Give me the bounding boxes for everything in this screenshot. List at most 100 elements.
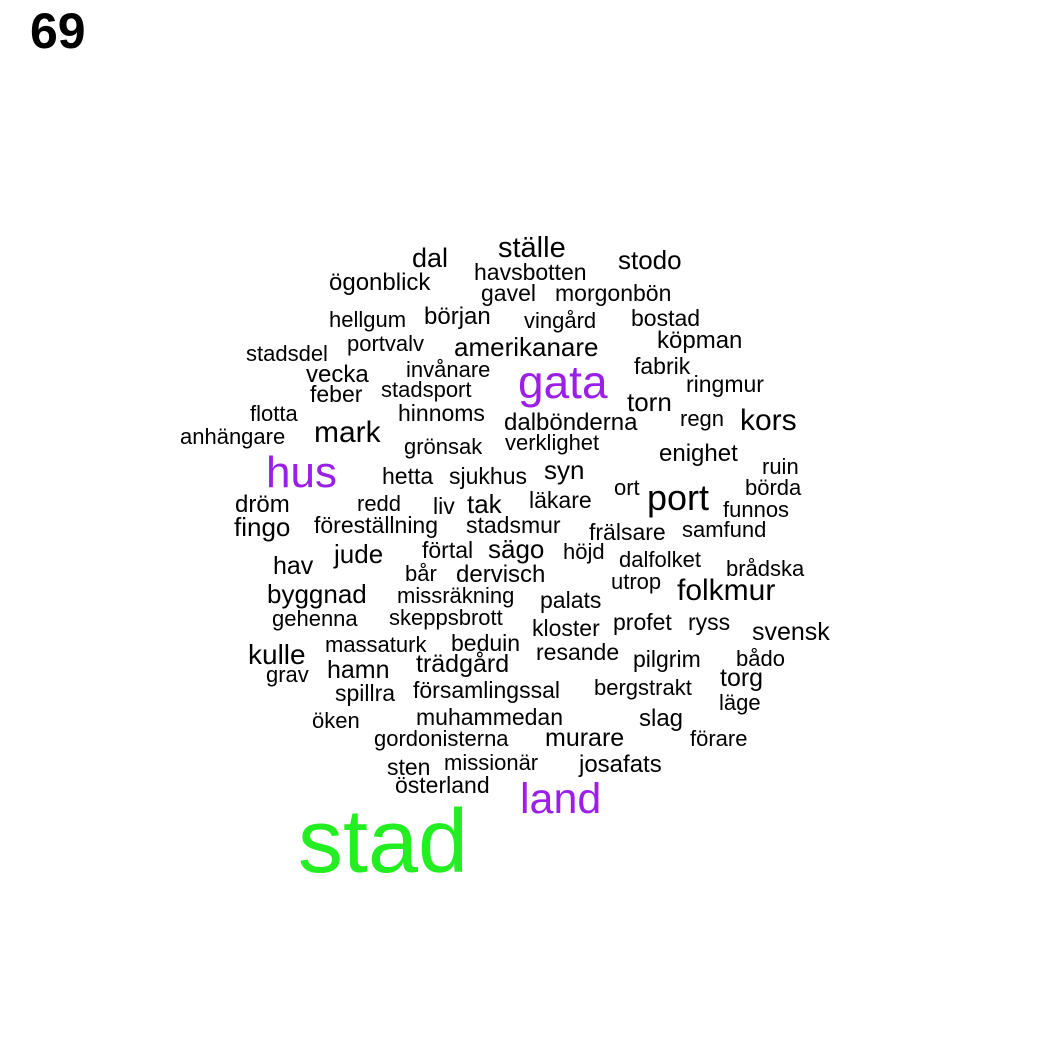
cloud-word: resande [536, 639, 620, 665]
cloud-word: redd [357, 491, 402, 516]
cloud-word: morgonbön [555, 280, 672, 306]
cloud-word: sägo [488, 534, 545, 564]
cloud-word: stad [298, 792, 469, 892]
cloud-word: hinnoms [398, 400, 485, 426]
cloud-word: jude [334, 539, 384, 569]
cloud-word: syn [544, 455, 585, 485]
page-number: 69 [30, 3, 86, 59]
cloud-word: regn [680, 406, 725, 431]
cloud-word: kors [740, 404, 797, 437]
cloud-word: läge [719, 690, 761, 715]
cloud-word: josafats [579, 751, 662, 778]
cloud-word: havsbotten [474, 259, 587, 285]
cloud-word: församlingssal [413, 677, 560, 703]
cloud-word: ort [614, 475, 640, 500]
cloud-word: vingård [524, 308, 597, 333]
cloud-word: frälsare [589, 519, 666, 545]
cloud-word: spillra [335, 680, 396, 706]
cloud-word: början [424, 303, 491, 330]
cloud-word: torn [627, 387, 672, 417]
cloud-word: missräkning [397, 583, 515, 608]
cloud-word: folkmur [677, 574, 776, 607]
cloud-word: feber [310, 381, 363, 407]
cloud-word: vecka [306, 361, 369, 388]
cloud-word: invånare [406, 357, 491, 382]
cloud-word: sten [387, 754, 431, 780]
cloud-word: österland [395, 772, 490, 798]
cloud-word: ruin [762, 454, 799, 479]
cloud-word: köpman [657, 327, 743, 354]
cloud-word: amerikanare [454, 332, 599, 362]
cloud-word: ställe [498, 232, 566, 264]
cloud-word: land [520, 775, 602, 823]
cloud-word: öken [312, 708, 360, 733]
cloud-word: gavel [481, 280, 536, 306]
cloud-word: bostad [631, 305, 701, 331]
cloud-word: skeppsbrott [389, 605, 503, 630]
cloud-word: bår [405, 561, 437, 586]
cloud-word: profet [613, 609, 672, 635]
cloud-word: kulle [248, 639, 306, 670]
cloud-word: anhängare [180, 424, 286, 449]
cloud-word: gehenna [272, 606, 358, 631]
cloud-word: hamn [327, 656, 390, 684]
cloud-word: palats [540, 587, 602, 613]
cloud-word: svensk [752, 618, 830, 646]
cloud-word: utrop [611, 569, 662, 594]
cloud-word: dalbönderna [504, 409, 638, 436]
cloud-word: liv [433, 493, 455, 519]
cloud-word: hus [266, 448, 337, 497]
cloud-word: stodo [618, 245, 682, 275]
cloud-word: förare [690, 726, 748, 751]
cloud-word: grönsak [404, 434, 483, 459]
cloud-word: murare [545, 724, 625, 752]
cloud-word: gata [518, 356, 608, 408]
cloud-word: stadsmur [466, 512, 561, 538]
cloud-word: ryss [688, 609, 731, 635]
cloud-word: föreställning [314, 512, 439, 538]
cloud-word: dal [412, 243, 449, 273]
cloud-word: gordonisterna [374, 726, 509, 751]
cloud-word: torg [720, 664, 764, 692]
cloud-word: pilgrim [633, 646, 701, 672]
cloud-word: ringmur [686, 371, 764, 397]
cloud-word: bergstrakt [594, 675, 692, 700]
cloud-word: massaturk [325, 632, 427, 657]
cloud-word: enighet [659, 440, 738, 467]
cloud-word: funnos [723, 497, 790, 522]
cloud-word: fingo [234, 512, 291, 542]
cloud-word: missionär [444, 750, 539, 775]
cloud-word: tak [467, 489, 502, 519]
cloud-word: stadsport [381, 377, 472, 402]
cloud-word: slag [639, 705, 684, 732]
cloud-word: byggnad [267, 579, 367, 609]
cloud-word: hetta [382, 463, 434, 489]
cloud-word: trädgård [416, 650, 510, 678]
cloud-word: brådska [726, 556, 805, 581]
cloud-word: höjd [563, 539, 605, 564]
cloud-word: fabrik [634, 353, 691, 379]
cloud-word: förtal [422, 537, 474, 563]
cloud-word: dröm [235, 491, 290, 518]
cloud-word: hav [273, 552, 314, 580]
cloud-word: flotta [250, 401, 298, 426]
cloud-word: beduin [451, 630, 521, 656]
cloud-word: samfund [682, 517, 767, 542]
cloud-word: kloster [532, 615, 600, 641]
cloud-word: stadsdel [246, 341, 328, 366]
cloud-word: portvalv [347, 331, 425, 356]
cloud-word: sjukhus [449, 463, 527, 489]
cloud-word: ögonblick [329, 269, 431, 296]
cloud-word: läkare [529, 487, 592, 513]
cloud-word: grav [266, 662, 309, 687]
cloud-word: port [647, 477, 710, 518]
cloud-word: dalfolket [619, 547, 701, 572]
cloud-word: dervisch [456, 561, 546, 588]
cloud-word: muhammedan [416, 704, 564, 730]
cloud-word: verklighet [505, 430, 600, 455]
cloud-word: mark [314, 416, 381, 449]
cloud-word: börda [745, 475, 802, 500]
cloud-word: bådo [736, 646, 785, 671]
cloud-word: hellgum [329, 307, 407, 332]
